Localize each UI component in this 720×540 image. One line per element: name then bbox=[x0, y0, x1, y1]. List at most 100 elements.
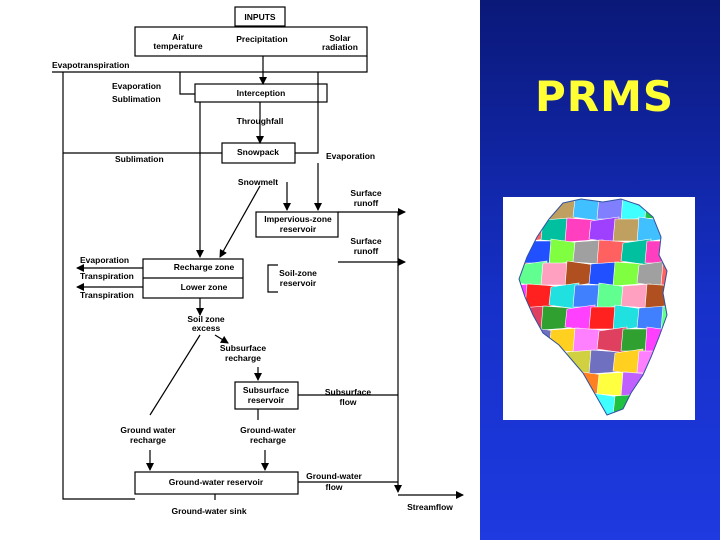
inputs-bar bbox=[134, 26, 368, 57]
surface-runoff-label-1a: Surface bbox=[350, 188, 381, 198]
subbasin-cell bbox=[669, 328, 695, 352]
ground-water-recharge-label-1b: recharge bbox=[130, 435, 166, 445]
subbasin-cell bbox=[519, 199, 532, 222]
precipitation-label: Precipitation bbox=[236, 34, 287, 44]
watershed-map-canvas bbox=[518, 197, 695, 420]
subbasin-cell bbox=[636, 393, 667, 415]
subsurface-reservoir-label-2: reservoir bbox=[248, 395, 285, 405]
subbasin-cell bbox=[519, 393, 524, 415]
subbasin-cell bbox=[572, 327, 604, 353]
soil-zone-reservoir-label-1: Soil-zone bbox=[279, 268, 317, 278]
transpiration-label-1: Transpiration bbox=[80, 271, 134, 281]
surface-runoff-label-2b: runoff bbox=[354, 246, 379, 256]
interception-label: Interception bbox=[237, 88, 286, 98]
subbasin-cell bbox=[519, 348, 524, 376]
impervious-zone-label-2: reservoir bbox=[280, 224, 317, 234]
impervious-zone-box bbox=[255, 211, 339, 238]
subbasin-cell bbox=[645, 416, 675, 420]
solar-radiation-label-1: Solar bbox=[329, 33, 351, 43]
recharge-zone-label: Recharge zone bbox=[174, 262, 235, 272]
evaporation-label-2: Evaporation bbox=[326, 151, 375, 161]
subbasin-cell bbox=[525, 416, 555, 420]
subbasin-cell bbox=[564, 217, 596, 243]
subbasin-cell bbox=[540, 305, 572, 331]
subbasin-cell bbox=[644, 370, 667, 398]
subbasin-cell bbox=[660, 305, 667, 331]
ground-water-sink-label: Ground-water sink bbox=[171, 506, 246, 516]
subsurface-reservoir-label-1: Subsurface bbox=[243, 385, 290, 395]
surface-runoff-label-1b: runoff bbox=[354, 198, 379, 208]
sublimation-label-1: Sublimation bbox=[112, 94, 161, 104]
subbasin-cell bbox=[669, 197, 695, 220]
surface-runoff-label-2a: Surface bbox=[350, 236, 381, 246]
streamflow-label: Streamflow bbox=[407, 502, 453, 512]
throughfall-label: Throughfall bbox=[237, 116, 284, 126]
inputs-box bbox=[234, 6, 286, 27]
evaporation-label-3: Evaporation bbox=[80, 255, 129, 265]
diagram-flows bbox=[52, 56, 464, 500]
subbasin-cell bbox=[519, 304, 524, 332]
soil-zone-excess-label-2: excess bbox=[192, 323, 221, 333]
subbasin-cell bbox=[549, 416, 579, 420]
watershed-outline bbox=[518, 198, 668, 416]
subbasin-cell bbox=[540, 348, 572, 376]
subbasin-cell bbox=[644, 326, 667, 354]
subbasin-cell bbox=[519, 371, 532, 397]
subsurface-flow-label-1: Subsurface bbox=[325, 387, 372, 397]
watershed-map-image bbox=[503, 197, 695, 420]
subbasin-cell bbox=[620, 414, 652, 415]
diagram-boxes bbox=[134, 6, 368, 495]
transpiration-label-2: Transpiration bbox=[80, 290, 134, 300]
subbasin-cell bbox=[519, 218, 524, 242]
air-temperature-label-2: temperature bbox=[153, 41, 202, 51]
subbasin-cell bbox=[644, 283, 667, 309]
ground-water-flow-label-2: flow bbox=[326, 482, 343, 492]
subbasin-cell bbox=[620, 371, 652, 397]
ground-water-flow-label-1: Ground-water bbox=[306, 471, 362, 481]
subbasin-cell bbox=[524, 326, 556, 354]
subbasin-cell bbox=[669, 416, 695, 420]
ground-water-recharge-label-2b: recharge bbox=[250, 435, 286, 445]
subbasin-cell bbox=[612, 261, 644, 287]
subbasin-cell bbox=[660, 392, 667, 415]
subbasin-cell bbox=[644, 199, 667, 221]
subbasin-cell bbox=[519, 414, 532, 415]
evaporation-label-1: Evaporation bbox=[112, 81, 161, 91]
subbasin-cell bbox=[660, 348, 667, 376]
subbasin-cell bbox=[540, 392, 572, 415]
ground-water-reservoir-label: Ground-water reservoir bbox=[169, 477, 264, 487]
ground-water-recharge-label-2a: Ground-water bbox=[240, 425, 296, 435]
diagram-labels: INPUTS Air temperature Precipitation Sol… bbox=[52, 12, 453, 516]
subbasin-cell bbox=[588, 349, 620, 375]
subbasin-cell bbox=[669, 283, 695, 309]
snowmelt-label: Snowmelt bbox=[238, 177, 278, 187]
subbasin-cell bbox=[660, 262, 667, 286]
ground-water-recharge-label-1a: Ground water bbox=[120, 425, 176, 435]
subbasin-cell bbox=[612, 393, 644, 415]
evapotranspiration-label: Evapotranspiration bbox=[52, 60, 129, 70]
slide-title: PRMS bbox=[535, 72, 675, 121]
subbasin-cell bbox=[660, 217, 667, 243]
subbasin-cell bbox=[597, 417, 627, 420]
subsurface-flow-label-2: flow bbox=[340, 397, 357, 407]
subbasin-cell bbox=[564, 394, 596, 415]
subsurface-recharge-label-2: recharge bbox=[225, 353, 261, 363]
subbasin-cell bbox=[524, 370, 556, 398]
air-temperature-label-1: Air bbox=[172, 32, 185, 42]
subbasin-cell bbox=[572, 414, 604, 415]
subbasin-cell bbox=[636, 216, 667, 244]
subbasin-cell bbox=[669, 373, 695, 395]
subsurface-recharge-label-1: Subsurface bbox=[220, 343, 267, 353]
impervious-zone-label-1: Impervious-zone bbox=[264, 214, 332, 224]
subbasin-cell bbox=[519, 328, 532, 352]
subbasin-cell bbox=[519, 350, 548, 374]
lower-zone-label: Lower zone bbox=[181, 282, 228, 292]
soil-zone-reservoir-label-2: reservoir bbox=[280, 278, 317, 288]
sublimation-label-2: Sublimation bbox=[115, 154, 164, 164]
ground-water-reservoir-box bbox=[134, 471, 299, 495]
snowpack-label: Snowpack bbox=[237, 147, 279, 157]
solar-radiation-label-2: radiation bbox=[322, 42, 358, 52]
subbasin-cell bbox=[596, 239, 628, 265]
subbasin-cell bbox=[519, 393, 548, 415]
